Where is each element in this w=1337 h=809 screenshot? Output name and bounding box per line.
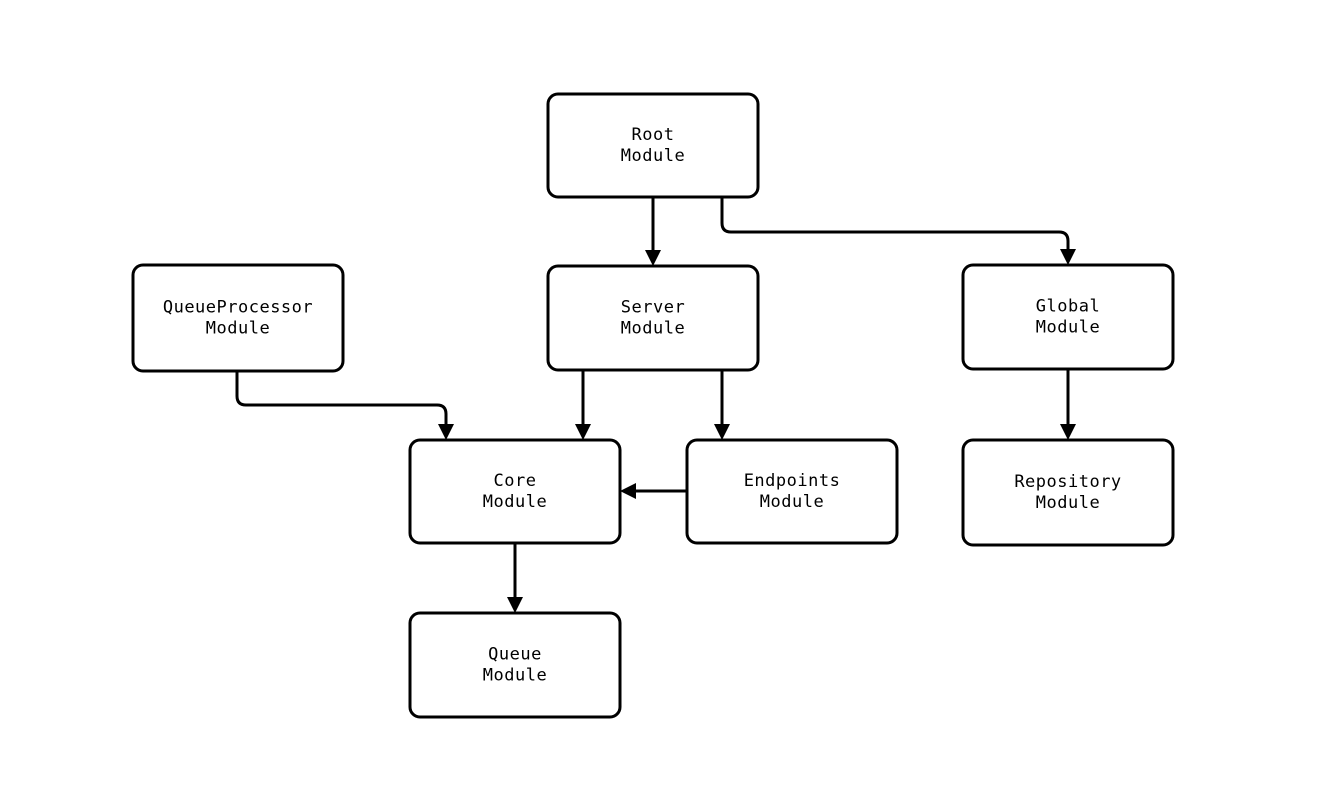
edge-root-to-global — [720, 197, 1076, 265]
edge-server-to-core-arrowhead-icon — [575, 424, 591, 440]
edge-queueprocessor-to-core-arrowhead-icon — [438, 424, 454, 440]
edge-queueprocessor-to-core-line — [235, 371, 448, 426]
edge-root-to-server — [645, 197, 661, 266]
edge-root-to-global-line — [720, 197, 1070, 251]
global-module-box[interactable] — [961, 263, 1175, 371]
edges-layer — [235, 197, 1076, 613]
edge-server-to-endpoints-arrowhead-icon — [714, 424, 730, 440]
root-module-box[interactable] — [546, 92, 760, 199]
endpoints-module-box[interactable] — [685, 438, 899, 545]
edge-endpoints-to-core — [620, 483, 687, 499]
queueprocessor-module-box[interactable] — [131, 263, 345, 373]
edge-queueprocessor-to-core — [235, 371, 454, 440]
edge-root-to-server-arrowhead-icon — [645, 250, 661, 266]
edge-endpoints-to-core-arrowhead-icon — [620, 483, 636, 499]
edge-core-to-queue — [507, 543, 523, 613]
queue-module-box[interactable] — [408, 611, 622, 719]
edge-server-to-core — [575, 370, 591, 440]
edge-core-to-queue-arrowhead-icon — [507, 597, 523, 613]
edge-server-to-endpoints — [714, 370, 730, 440]
repository-module-box[interactable] — [961, 438, 1175, 547]
edge-global-to-repository — [1060, 369, 1076, 440]
edge-global-to-repository-arrowhead-icon — [1060, 424, 1076, 440]
core-module-box[interactable] — [408, 438, 622, 545]
server-module-box[interactable] — [546, 264, 760, 372]
edge-root-to-global-arrowhead-icon — [1060, 249, 1076, 265]
